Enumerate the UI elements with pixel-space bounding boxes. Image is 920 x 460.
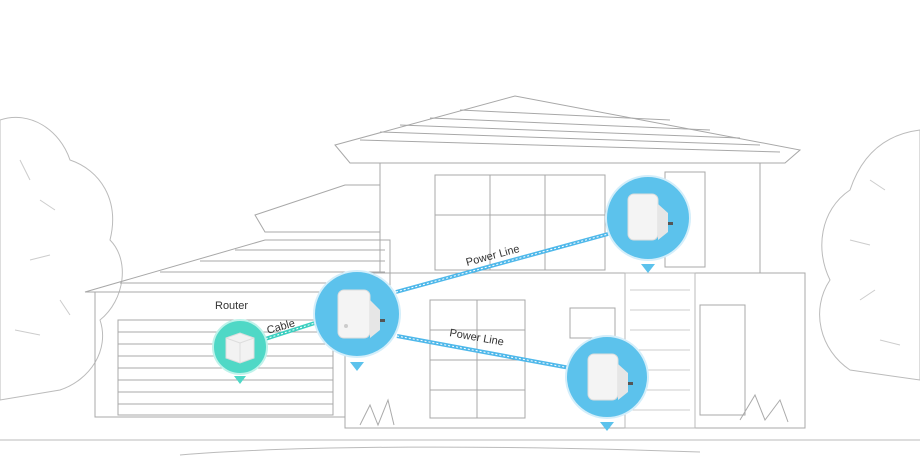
tree-left [0, 116, 123, 401]
router-pin[interactable] [212, 319, 268, 384]
upper-wall [379, 162, 761, 274]
router-cube-icon [225, 332, 255, 364]
router-label: Router [215, 300, 248, 312]
ground-line [0, 439, 920, 456]
downstairs-adapter-pin[interactable] [565, 335, 649, 431]
main-adapter-pin[interactable] [313, 270, 401, 371]
powerline-adapter-icon [587, 353, 633, 401]
main-roof [334, 95, 802, 164]
powerline-adapter-icon [337, 289, 385, 339]
powerline-adapter-icon [627, 193, 673, 241]
tree-right [819, 129, 920, 381]
upstairs-adapter-pin[interactable] [605, 175, 691, 273]
